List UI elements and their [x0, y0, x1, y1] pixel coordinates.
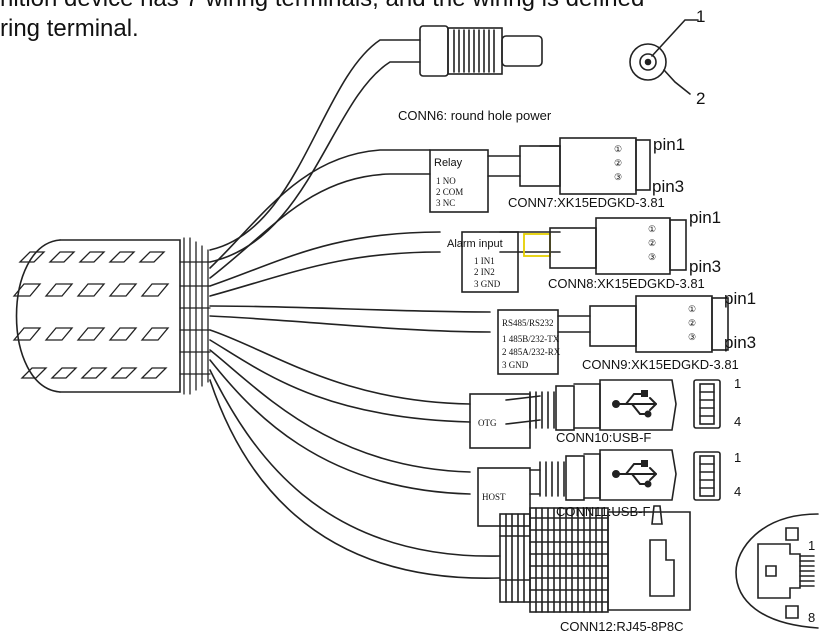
conn9-pin-top: pin1: [724, 289, 756, 308]
alarm-line-1: 1 IN1: [474, 256, 495, 266]
alarm-line-3: 3 GND: [474, 279, 501, 289]
conn8-circle-2: ②: [648, 238, 656, 248]
conn10-label: CONN10:USB-F: [556, 430, 651, 445]
conn12-pin-top: 1: [808, 538, 815, 553]
host-box: [477, 467, 531, 527]
conn8-label: CONN8:XK15EDGKD-3.81: [548, 276, 705, 291]
conn7-circle-3: ③: [614, 172, 622, 182]
conn6-label: CONN6: round hole power: [398, 108, 552, 123]
conn9-plug: [589, 295, 729, 353]
conn11-label: CONN11:USB-F: [556, 504, 650, 519]
conn9-circle-1: ①: [688, 304, 696, 314]
usb-icon: [612, 390, 657, 418]
conn8-circle-3: ③: [648, 252, 656, 262]
conn12-label: CONN12:RJ45-8P8C: [560, 619, 684, 634]
power-pinout-icon: [629, 19, 699, 95]
conn11-usb-plug: [539, 449, 677, 501]
conn7-circle-2: ②: [614, 158, 622, 168]
conn8-circle-1: ①: [648, 224, 656, 234]
conn9-circle-2: ②: [688, 318, 696, 328]
conn10-usb-plug: [529, 379, 677, 431]
conn7-pin-top: pin1: [653, 135, 685, 154]
wire-host: [209, 349, 541, 495]
usb-a-pinout-host: [693, 451, 721, 501]
alarm-line-2: 2 IN2: [474, 267, 495, 277]
wire-power: [209, 39, 421, 263]
relay-line-3: 3 NC: [436, 198, 455, 208]
power-jack-connector: [419, 25, 543, 77]
conn9-pin-bottom: pin3: [724, 333, 756, 352]
intro-text-line-1: nition device has 7 wiring terminals, an…: [0, 0, 644, 13]
power-pin-2-label: 2: [696, 89, 705, 108]
conn7-pin-bottom: pin3: [652, 177, 684, 196]
conn11-pin-bottom: 4: [734, 484, 741, 499]
wire-otg: [209, 329, 541, 425]
rs485-box-title: RS485/RS232: [502, 318, 554, 328]
rs485-line-2: 2 485A/232-RX: [502, 347, 561, 357]
conn11-pin-top: 1: [734, 450, 741, 465]
conn10-pin-top: 1: [734, 376, 741, 391]
host-box-title: HOST: [482, 492, 506, 502]
conn7-circle-1: ①: [614, 144, 622, 154]
power-pin-1-label: 1: [696, 7, 705, 26]
cable-body: [12, 237, 211, 395]
alarm-box-title: Alarm input: [447, 238, 503, 250]
conn7-plug: [519, 137, 651, 195]
conn9-label: CONN9:XK15EDGKD-3.81: [582, 357, 739, 372]
rj45-pinout-icon: [735, 513, 819, 629]
otg-box-title: OTG: [478, 418, 497, 428]
wire-rj45: [209, 369, 501, 579]
wire-relay: [209, 149, 521, 279]
usb-icon: [612, 460, 657, 488]
conn9-circle-3: ③: [688, 332, 696, 342]
wire-alarm: [209, 231, 561, 297]
alarm-box: [461, 231, 519, 293]
conn10-pin-bottom: 4: [734, 414, 741, 429]
intro-text-line-2: ring terminal.: [0, 15, 139, 42]
relay-line-1: 1 NO: [436, 176, 456, 186]
usb-a-pinout-otg: [693, 379, 721, 429]
conn8-plug: [549, 217, 687, 275]
conn7-label: CONN7:XK15EDGKD-3.81: [508, 195, 665, 210]
relay-line-2: 2 COM: [436, 187, 463, 197]
rj45-plug: [499, 505, 691, 613]
conn8-pin-top: pin1: [689, 208, 721, 227]
relay-box: [429, 149, 489, 213]
rs485-box: [497, 309, 559, 375]
wire-rs485: [209, 305, 591, 333]
cable-collar: [179, 237, 211, 395]
conn8-pin-bottom: pin3: [689, 257, 721, 276]
relay-box-title: Relay: [434, 157, 463, 169]
cable-grip-ridges: [12, 251, 170, 379]
rs485-line-3: 3 GND: [502, 360, 529, 370]
rs485-line-1: 1 485B/232-TX: [502, 334, 560, 344]
conn12-pin-bottom: 8: [808, 610, 815, 625]
